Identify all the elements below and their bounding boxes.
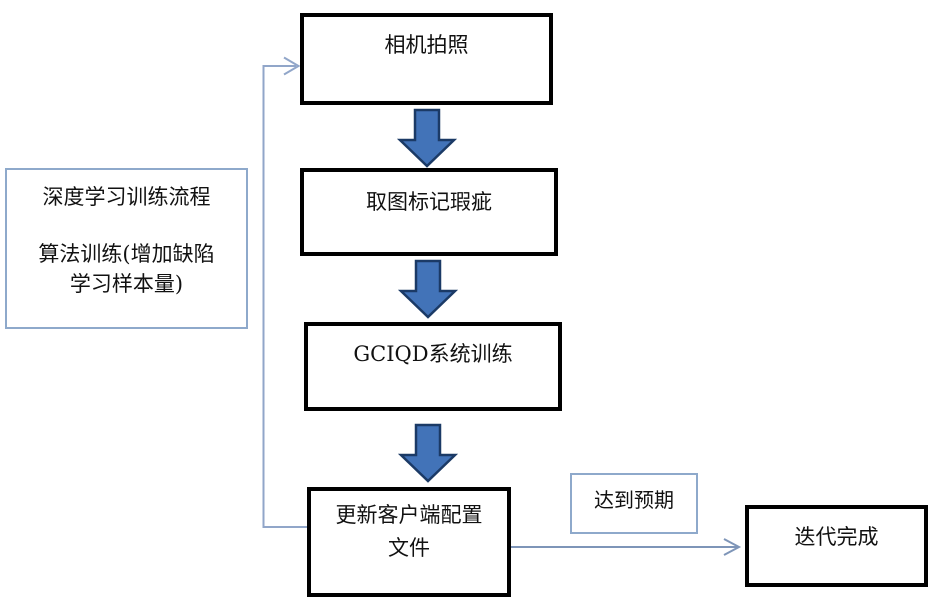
expectation-condition-box: 达到预期: [570, 473, 698, 534]
feedback-connector-line: [262, 65, 307, 528]
down-block-arrow-icon: [399, 259, 457, 319]
mark-defects-label: 取图标记瑕疵: [366, 190, 492, 214]
update-config-label-line2: 文件: [388, 536, 430, 560]
iteration-done-step: 迭代完成: [745, 505, 928, 587]
update-config-step: 更新客户端配置 文件: [307, 487, 511, 597]
system-training-label: GCIQD系统训练: [353, 342, 513, 366]
forward-arrowhead-icon: [723, 538, 742, 556]
process-note-line2: 算法训练(增加缺陷: [38, 242, 215, 266]
down-block-arrow-icon: [399, 423, 457, 483]
mark-defects-step: 取图标记瑕疵: [300, 168, 558, 256]
down-block-arrow-icon: [398, 108, 456, 168]
process-note-line1: 深度学习训练流程: [42, 185, 211, 209]
camera-capture-label: 相机拍照: [384, 33, 469, 57]
feedback-arrowhead-icon: [283, 56, 301, 76]
camera-capture-step: 相机拍照: [300, 13, 553, 105]
update-config-label-line1: 更新客户端配置: [335, 503, 483, 527]
process-note-box: 深度学习训练流程 算法训练(增加缺陷 学习样本量): [5, 168, 248, 329]
expectation-condition-label: 达到预期: [594, 488, 674, 512]
process-note-line3: 学习样本量): [69, 272, 184, 296]
iteration-done-label: 迭代完成: [794, 525, 879, 549]
system-training-step: GCIQD系统训练: [304, 322, 562, 411]
